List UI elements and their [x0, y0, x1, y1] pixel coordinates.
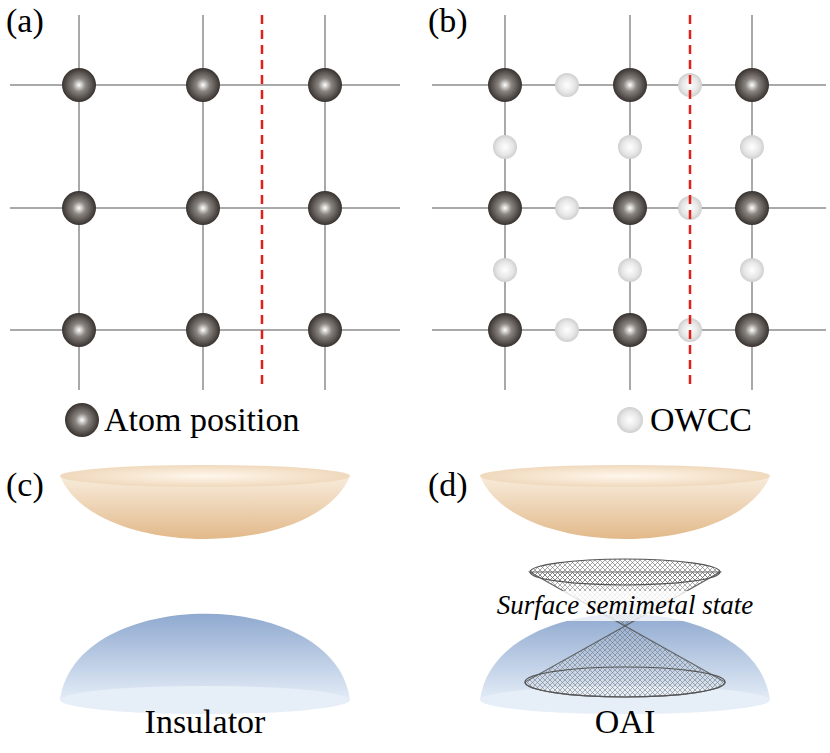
- lattice-grid: [432, 15, 826, 390]
- panel-label: (a): [6, 2, 44, 39]
- cleavage-line: [689, 15, 692, 390]
- panel-label: (c): [6, 466, 44, 503]
- phase-label: Insulator: [145, 703, 266, 740]
- phase-label: OAI: [595, 703, 655, 740]
- cleavage-line: [261, 15, 264, 390]
- conduction-band-rim: [60, 465, 350, 487]
- legend-atom-sample: [65, 403, 99, 437]
- panel-label: (b): [428, 2, 468, 39]
- surface-dirac-cone: [525, 559, 725, 697]
- atom-spheres: [488, 68, 769, 347]
- lattice-grid: [10, 15, 400, 390]
- atom-spheres: [62, 68, 342, 347]
- legend-text: OWCC: [650, 401, 752, 438]
- valence-band: [480, 614, 770, 700]
- conduction-band-rim: [480, 465, 770, 487]
- legend-owcc-sample: [617, 407, 643, 433]
- owcc-spheres: [493, 73, 764, 342]
- surface-state-label: Surface semimetal state: [493, 591, 757, 621]
- panel-label: (d): [428, 466, 468, 503]
- legend-text: Atom position: [104, 401, 300, 438]
